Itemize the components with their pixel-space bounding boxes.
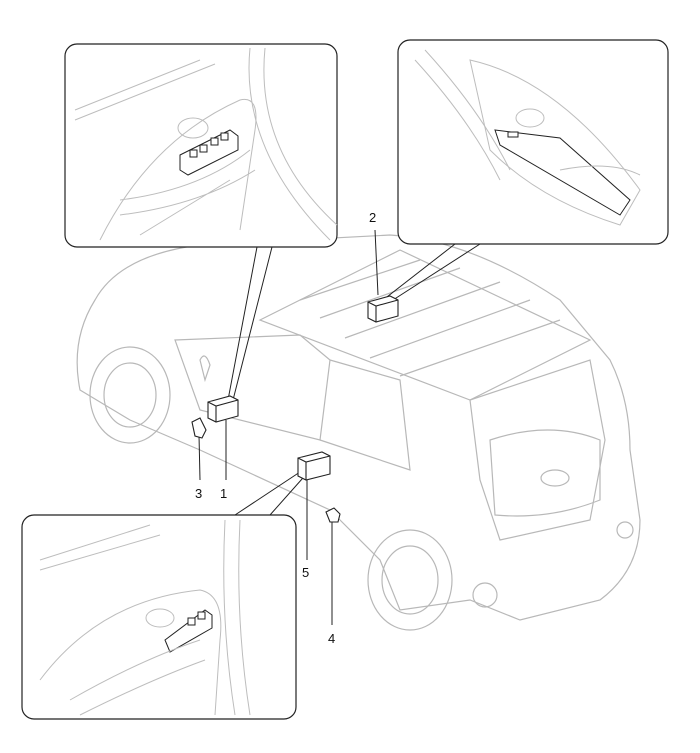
callout-number-3: 3	[195, 486, 202, 501]
part-1-switch	[207, 395, 239, 423]
vehicle-outline	[76, 234, 641, 631]
callout-number-5: 5	[302, 565, 309, 580]
part-4-component	[325, 507, 341, 523]
callout-number-1: 1	[220, 486, 227, 501]
part-3-component	[191, 417, 207, 439]
part-5-switch	[297, 451, 331, 481]
detail-view-rear-door	[21, 514, 297, 720]
part-2-switch	[367, 295, 399, 323]
callout-number-2: 2	[369, 210, 376, 225]
detail-view-passenger-door	[397, 39, 669, 245]
detail-view-driver-door	[64, 43, 338, 248]
callout-number-4: 4	[328, 631, 335, 646]
